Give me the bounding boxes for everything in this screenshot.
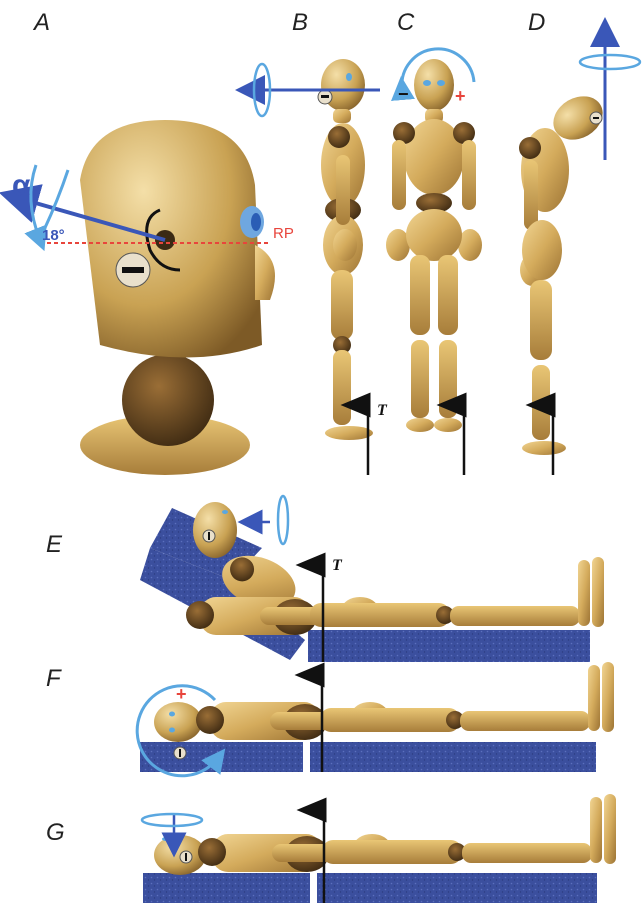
panel-b: B T (250, 9, 388, 475)
panel-g: G (46, 794, 616, 903)
mattress-g-right (317, 873, 597, 903)
panel-label-f: F (46, 665, 62, 692)
minus-label-c: − (398, 84, 409, 104)
mannequin-reclined-head (193, 502, 237, 558)
mattress-e (308, 630, 590, 662)
alpha-label: α (12, 169, 31, 202)
panel-label-b: B (292, 9, 308, 36)
panel-c: C − + (386, 9, 482, 475)
panel-d: D (519, 9, 640, 475)
mannequin-supine-head (154, 702, 202, 742)
mattress-g-left (143, 873, 310, 903)
panel-label-c: C (397, 9, 415, 36)
panel-a: A α 18° RP (12, 9, 294, 475)
mannequin-standing-front (386, 59, 482, 432)
plus-label-f: + (176, 684, 187, 704)
nose (255, 245, 275, 300)
mattress-f-left (140, 742, 303, 772)
panel-label-a: A (32, 9, 50, 36)
panel-f: F + (46, 662, 614, 776)
mannequin-lateral-head (154, 835, 206, 875)
eye-pupil (251, 213, 261, 231)
mannequin-standing-bowed (519, 88, 611, 455)
rotation-icon-d (580, 55, 640, 69)
mannequin-lateral-body (198, 794, 616, 872)
torque-label-b: T (377, 402, 388, 419)
rotation-icon-g (142, 814, 202, 826)
mattress-f-right (310, 742, 596, 772)
mannequin-supine-body (196, 662, 614, 740)
minus-sign-icon (122, 267, 144, 273)
neck-joint (122, 354, 214, 446)
rotation-icon-e (278, 496, 288, 544)
reference-point-label: RP (273, 225, 294, 242)
minus-sign-icon-f (179, 749, 181, 757)
panel-e: E T (46, 496, 604, 662)
torque-label-e: T (332, 557, 343, 574)
rotation-direction-icon (44, 170, 68, 230)
plus-label-c: + (455, 86, 466, 106)
panel-label-d: D (528, 9, 545, 36)
panel-label-e: E (46, 531, 63, 558)
panel-label-g: G (46, 819, 65, 846)
mannequin-standing-side (318, 59, 373, 440)
angle-label: 18° (42, 227, 65, 244)
